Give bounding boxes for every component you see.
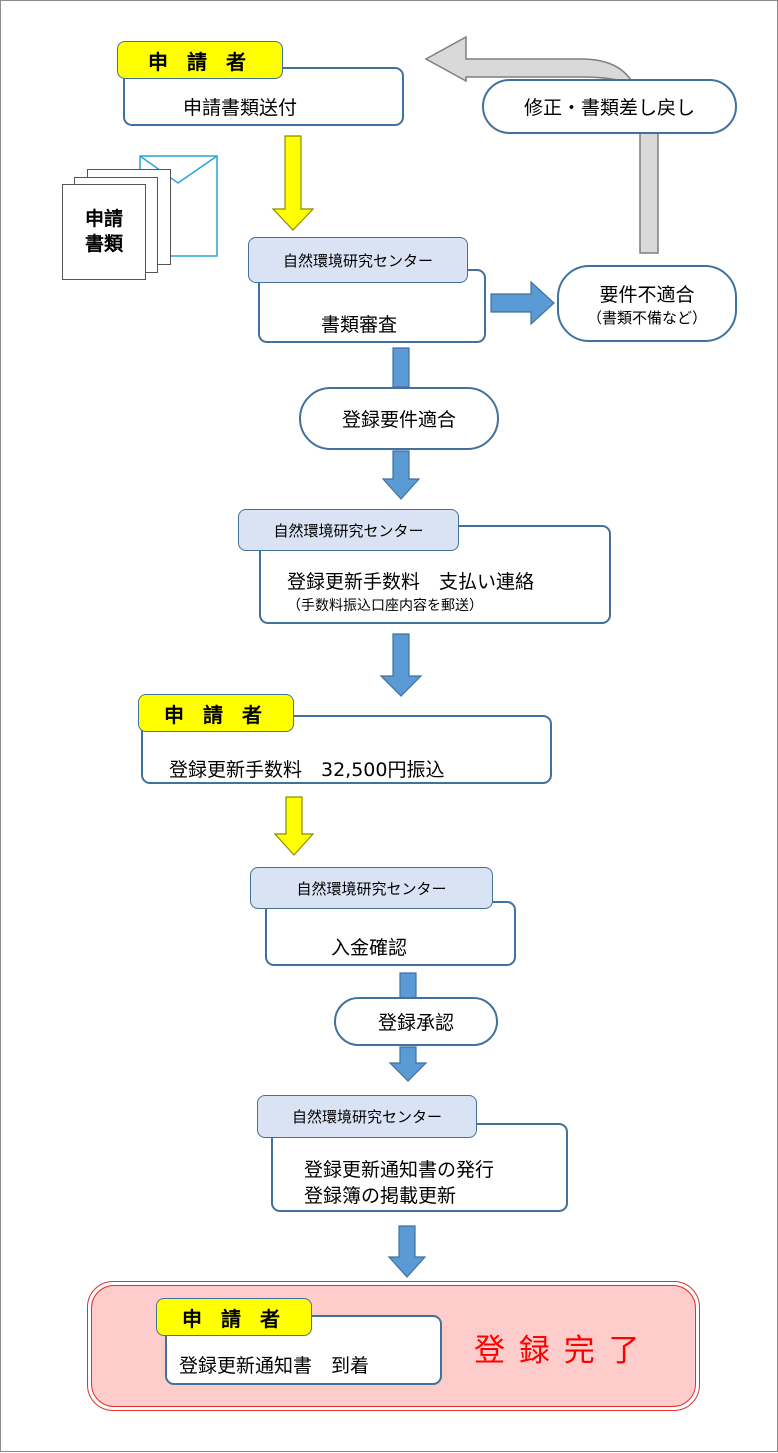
nonconform-note: （書類不備など） — [586, 308, 707, 327]
arrow-yellow-2 — [273, 796, 315, 856]
approval-pill: 登録承認 — [334, 997, 498, 1046]
nonconform-text: 要件不適合 — [599, 283, 695, 306]
arrow-down-5 — [388, 1046, 428, 1082]
arrow-down-6 — [387, 1225, 427, 1278]
applicant-tag-3: 申 請 者 — [156, 1298, 312, 1336]
issue-text-1: 登録更新通知書の発行 — [304, 1159, 495, 1181]
complete-text: 登 録 完 了 — [474, 1333, 642, 1369]
arrow-right-nonconform — [490, 280, 555, 326]
arrow-down-3 — [379, 633, 423, 697]
documents-icon: 申請 書類 — [61, 155, 221, 280]
return-pill: 修正・書類差し戻し — [482, 79, 737, 134]
nonconform-pill: 要件不適合 （書類不備など） — [557, 265, 737, 342]
issue-text-2: 登録簿の掲載更新 — [304, 1185, 457, 1207]
applicant-tag-1: 申 請 者 — [117, 41, 283, 79]
payment-check-text: 入金確認 — [331, 937, 408, 959]
center-tag-3: 自然環境研究センター — [250, 867, 493, 909]
fee-notice-note: （手数料振込口座内容を郵送） — [287, 598, 483, 614]
payment-check-box: 入金確認 — [265, 901, 516, 966]
docs-label-line2: 書類 — [84, 233, 123, 255]
review-text: 書類審査 — [321, 314, 398, 336]
arrow-down-4 — [399, 972, 417, 1000]
applicant-tag-2: 申 請 者 — [138, 694, 294, 732]
center-tag-2: 自然環境研究センター — [238, 509, 459, 551]
return-arrow — [424, 35, 659, 254]
arrow-yellow-1 — [271, 135, 315, 231]
paper-front: 申請 書類 — [62, 184, 146, 280]
arrow-down-1 — [392, 347, 410, 388]
conform-pill: 登録要件適合 — [299, 387, 499, 450]
center-tag-1: 自然環境研究センター — [248, 237, 468, 283]
arrival-text: 登録更新通知書 到着 — [179, 1355, 370, 1377]
fee-notice-text: 登録更新手数料 支払い連絡 — [287, 571, 535, 593]
submit-text: 申請書類送付 — [183, 97, 298, 119]
fee-payment-box: 登録更新手数料 32,500円振込 — [141, 715, 552, 784]
fee-payment-text: 登録更新手数料 32,500円振込 — [169, 759, 445, 781]
docs-label-line1: 申請 — [84, 208, 123, 230]
arrow-down-2 — [381, 450, 421, 500]
center-tag-4: 自然環境研究センター — [257, 1095, 477, 1138]
